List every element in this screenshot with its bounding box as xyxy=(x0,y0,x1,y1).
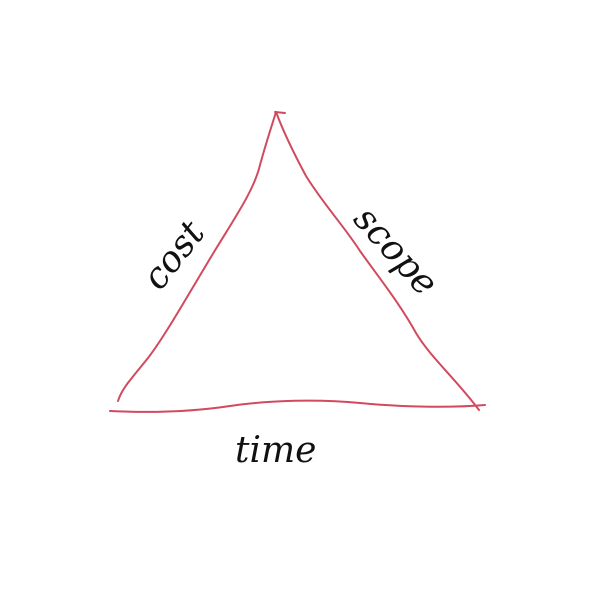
triangle-edge-left xyxy=(117,111,277,402)
triangle-edge-bottom xyxy=(109,399,486,413)
label-cost: cost xyxy=(135,213,214,298)
triangle-top-nib xyxy=(274,111,286,114)
triangle-edge-right xyxy=(275,111,480,411)
label-time: time xyxy=(235,430,316,471)
